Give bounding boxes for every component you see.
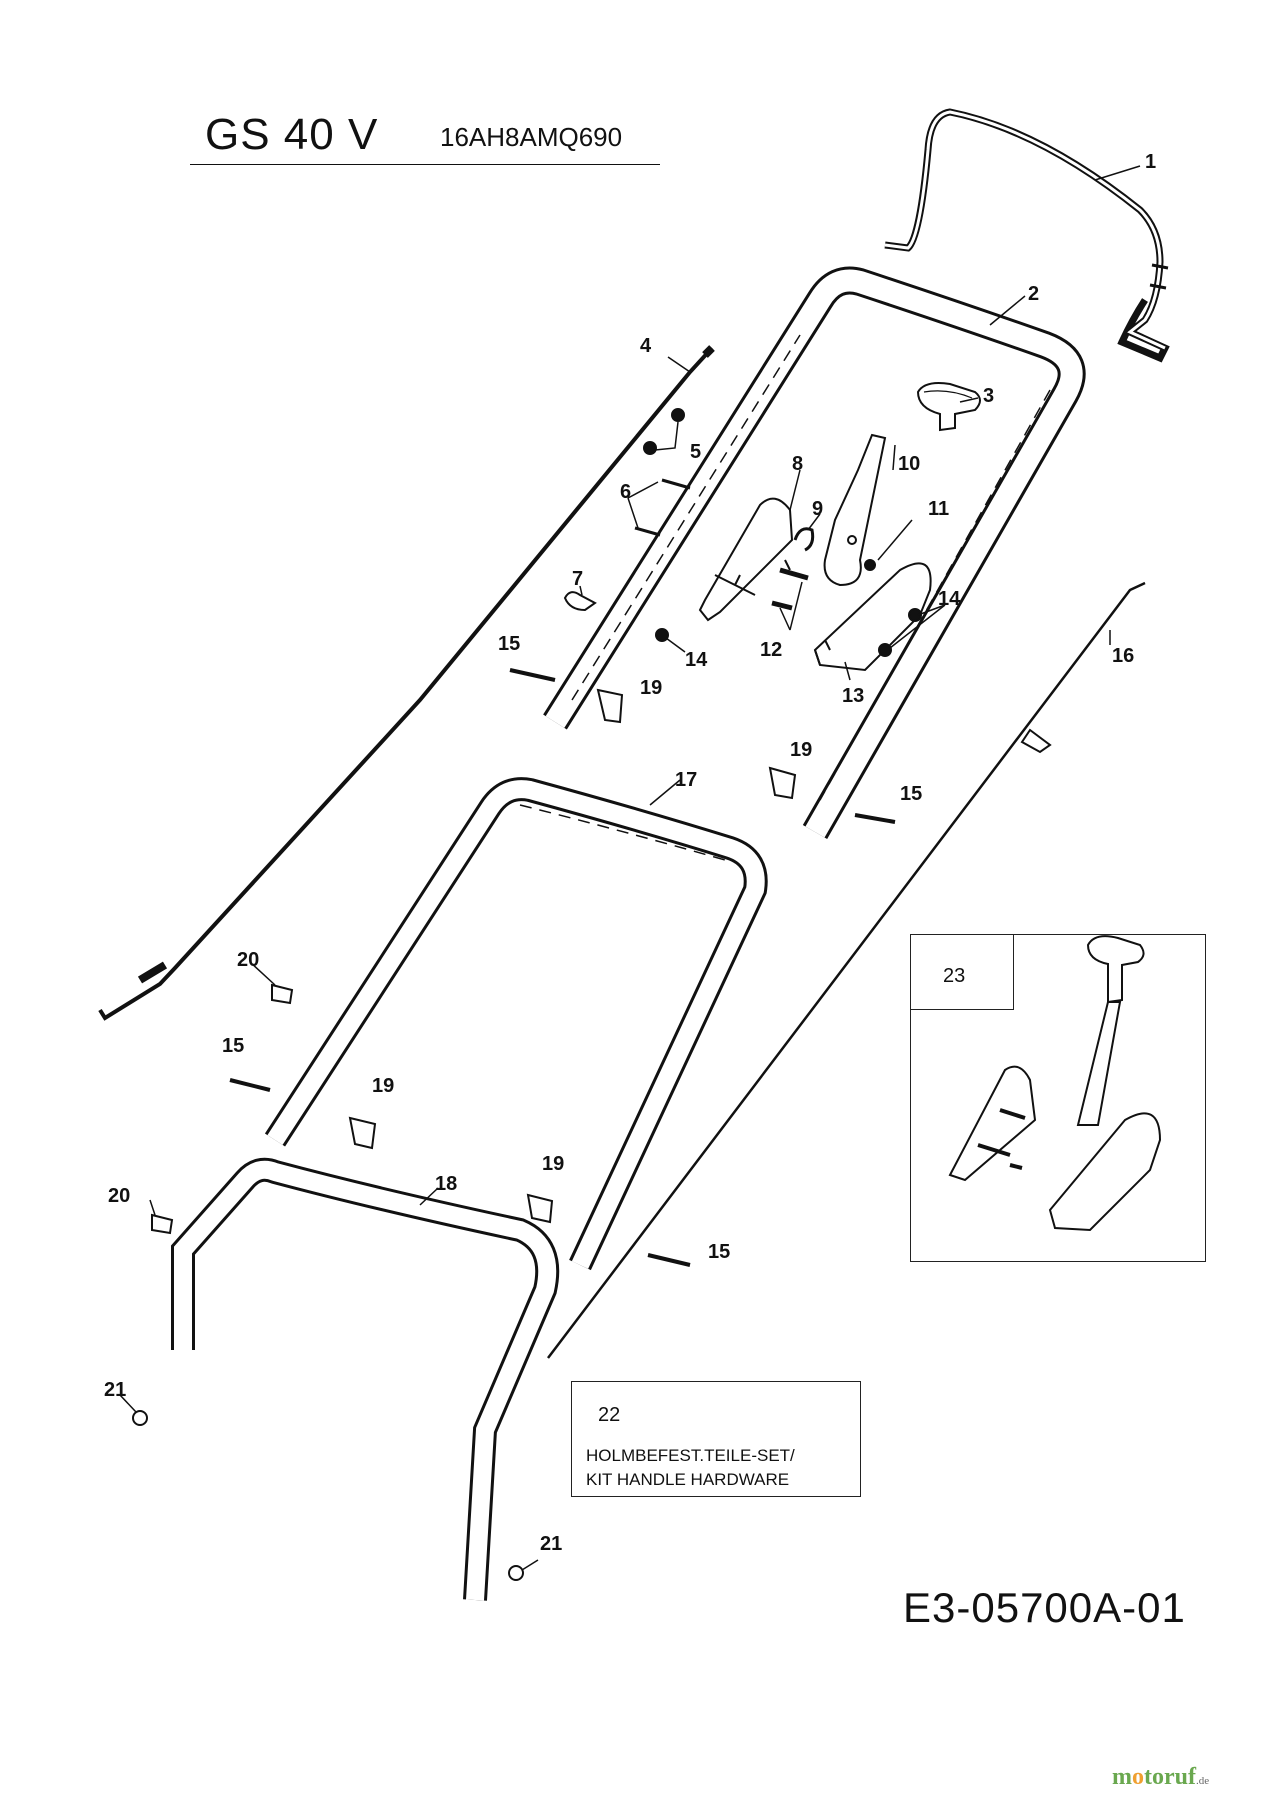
clip-part-20a xyxy=(271,983,294,1005)
bolt-part-6b xyxy=(634,526,661,537)
watermark-suffix: .de xyxy=(1195,1775,1210,1787)
nut-part-11 xyxy=(864,559,876,571)
nut-part-21a xyxy=(132,1410,148,1426)
callout-19c: 19 xyxy=(372,1075,394,1097)
callout-19a: 19 xyxy=(640,677,662,699)
lower-handle-part-18 xyxy=(171,1157,560,1601)
kit-number: 22 xyxy=(598,1404,621,1426)
title-underline xyxy=(190,164,660,165)
watermark-part-a: m xyxy=(1112,1764,1132,1790)
callout-15c: 15 xyxy=(222,1035,244,1057)
callout-20b: 20 xyxy=(108,1185,130,1207)
kit-label-de: HOLMBEFEST.TEILE-SET/ xyxy=(586,1446,795,1465)
clip-part-19d xyxy=(526,1193,554,1224)
inset-number: 23 xyxy=(943,965,966,987)
callout-19b: 19 xyxy=(790,739,812,761)
nut-part-14a xyxy=(655,628,669,642)
bolt-part-15b xyxy=(854,813,896,824)
callout-15a: 15 xyxy=(498,633,520,655)
nut-part-5a xyxy=(671,408,685,422)
callout-2: 2 xyxy=(1028,283,1039,305)
callout-8: 8 xyxy=(792,453,803,475)
cable-part-16 xyxy=(547,581,1146,1359)
callout-1: 1 xyxy=(1145,151,1156,173)
callout-14b: 14 xyxy=(938,588,961,610)
bracket-plate-part-8 xyxy=(698,497,794,622)
clip-part-19c xyxy=(348,1116,377,1150)
callout-12: 12 xyxy=(760,639,782,661)
inset-assembly-part-23 xyxy=(948,935,1162,1232)
clip-part-19a xyxy=(596,688,624,724)
callout-17: 17 xyxy=(675,769,697,791)
knob-part-3 xyxy=(916,382,981,432)
callout-20a: 20 xyxy=(237,949,259,971)
kit-label-en: KIT HANDLE HARDWARE xyxy=(586,1470,790,1489)
bolt-part-15d xyxy=(647,1253,691,1267)
watermark-part-b: toruf xyxy=(1144,1764,1196,1790)
clip-part-20b xyxy=(151,1213,174,1235)
callout-21b: 21 xyxy=(540,1533,562,1555)
hardware-kit-box: 22 HOLMBEFEST.TEILE-SET/ KIT HANDLE HARD… xyxy=(571,1381,861,1497)
guide-plate-part-13 xyxy=(813,562,932,672)
clip-part-19b xyxy=(768,766,797,800)
callout-16: 16 xyxy=(1112,645,1134,667)
callout-18: 18 xyxy=(435,1173,457,1195)
nut-part-14c xyxy=(878,643,892,657)
callout-21a: 21 xyxy=(104,1379,126,1401)
callout-11: 11 xyxy=(928,498,949,520)
drawing-code: E3-05700A-01 xyxy=(903,1584,1186,1631)
callout-7: 7 xyxy=(572,568,583,590)
bolt-part-15c xyxy=(229,1078,271,1092)
pin-part-12 xyxy=(771,567,809,611)
callout-10: 10 xyxy=(898,453,920,475)
part-code: 16AH8AMQ690 xyxy=(440,122,623,152)
callout-9: 9 xyxy=(812,498,823,520)
callout-15b: 15 xyxy=(900,783,922,805)
upper-handle-part-2 xyxy=(543,266,1086,839)
callout-3: 3 xyxy=(983,385,994,407)
callout-14a: 14 xyxy=(685,649,708,671)
nut-part-14b xyxy=(908,608,922,622)
clip-part-7 xyxy=(563,591,597,612)
bolt-part-6a xyxy=(661,478,691,490)
callout-19d: 19 xyxy=(542,1153,564,1175)
callout-13: 13 xyxy=(842,685,864,707)
inset-label-tab: 23 xyxy=(911,935,1014,1010)
callout-15d: 15 xyxy=(708,1241,730,1263)
callout-5: 5 xyxy=(690,441,701,463)
nut-part-5b xyxy=(643,441,657,455)
model-title: GS 40 V xyxy=(205,110,379,159)
nut-part-21b xyxy=(508,1565,524,1581)
callout-6: 6 xyxy=(620,481,631,503)
bolt-part-15a xyxy=(509,668,556,682)
callout-4: 4 xyxy=(640,335,652,357)
leader-lines xyxy=(119,165,1141,1571)
brand-watermark: motoruf.de xyxy=(1112,1764,1209,1791)
watermark-part-o: o xyxy=(1132,1764,1144,1790)
height-lever-part-10 xyxy=(823,433,887,587)
spring-part-9 xyxy=(793,527,815,552)
inset-box: 23 xyxy=(910,934,1206,1262)
